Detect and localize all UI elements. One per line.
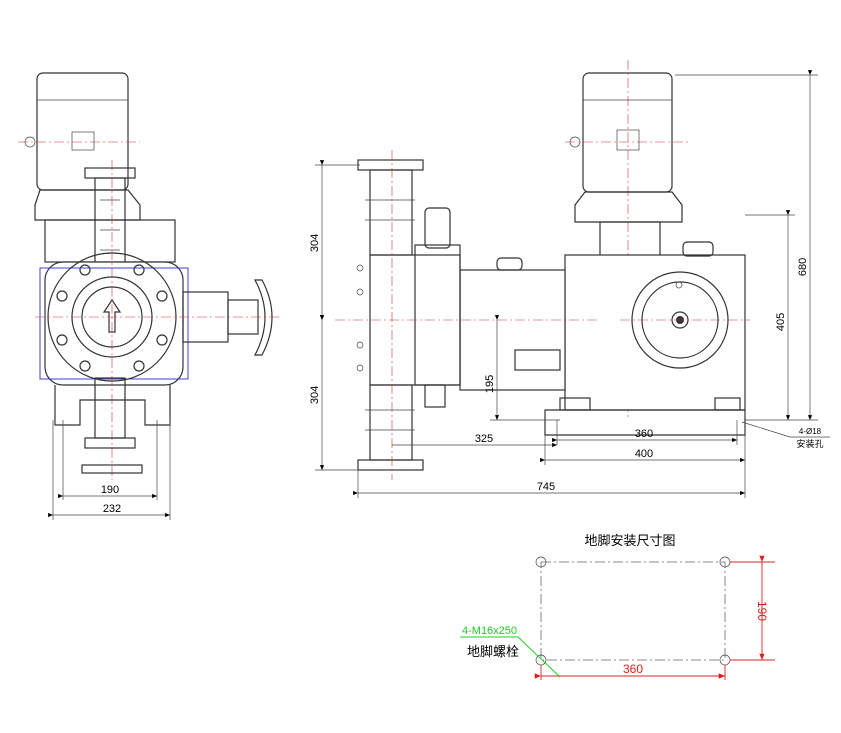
dim-680: 680: [797, 258, 809, 276]
motor: [36, 72, 129, 191]
foundation-dim-360: 360: [623, 662, 643, 676]
foundation-title: 地脚安装尺寸图: [584, 533, 675, 548]
dim-325: 325: [475, 433, 493, 445]
bolt-label: 地脚螺栓: [467, 644, 519, 659]
dim-745: 745: [537, 481, 555, 493]
stroke-adjust-handwheel: [253, 279, 273, 356]
motor-side: [582, 72, 673, 193]
bolt-hole-icon: [535, 556, 547, 568]
hole-label: 安装孔: [796, 438, 823, 449]
dim-360-side: 360: [635, 428, 653, 440]
pump-head-flange: [44, 261, 184, 386]
plunger-housing: [459, 269, 566, 391]
bolt-spec: 4-M16x250: [462, 625, 517, 637]
dim-304-lower: 304: [309, 386, 321, 404]
dim-190-front: 190: [101, 484, 119, 496]
gearbox: [564, 254, 746, 411]
foundation-plan: 地脚安装尺寸图 190 360 4-M16x250 地脚螺栓: [460, 533, 775, 680]
dim-195: 195: [484, 375, 496, 393]
dim-232-front: 232: [103, 503, 121, 515]
foundation-outline: [540, 561, 726, 661]
foundation-dim-190: 190: [755, 601, 769, 621]
side-view: 304 304 680 405 195 325 360 400 745 4-Ø1…: [309, 60, 830, 498]
dim-304-upper: 304: [309, 234, 321, 252]
dim-405: 405: [775, 313, 787, 331]
dim-400: 400: [635, 448, 653, 460]
front-view: 190 232: [18, 72, 280, 520]
hole-spec: 4-Ø18: [799, 427, 822, 436]
